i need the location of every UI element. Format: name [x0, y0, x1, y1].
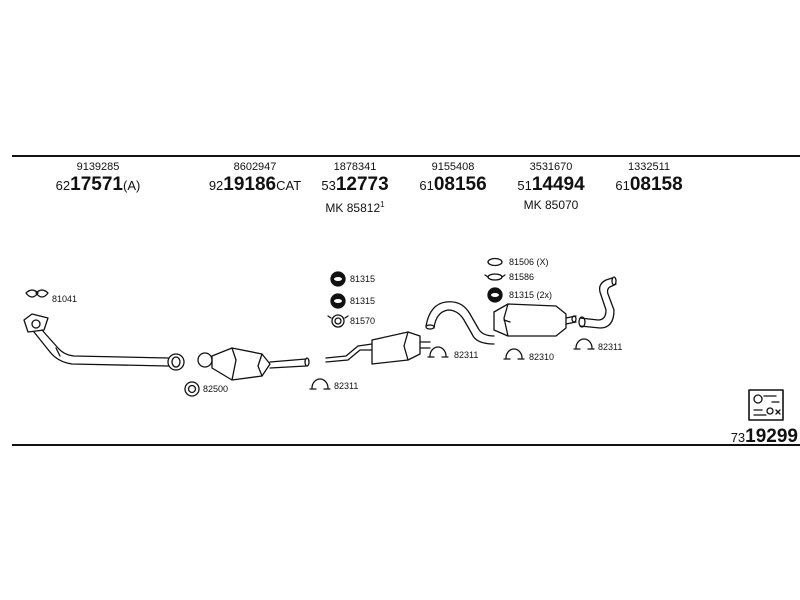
part-rear-silencer: 3531670 5114494 MK 85070 — [517, 161, 585, 212]
rubber-mount-81315-c — [487, 287, 503, 303]
callout-81506: 81506 (X) — [509, 257, 549, 267]
bottom-rule — [12, 444, 800, 446]
mounting-ring-81570 — [327, 314, 349, 328]
callout-81315-b: 81315 — [350, 296, 376, 306]
hanger-81586 — [484, 273, 506, 281]
callout-81315-a: 81315 — [350, 274, 376, 284]
clamp-82311-middle — [427, 346, 449, 358]
clamp-82311-right — [573, 338, 595, 350]
gasket-82500 — [184, 381, 200, 397]
catalytic-converter — [197, 347, 310, 381]
assembly-kit-icon — [748, 389, 784, 421]
callout-81315-2x: 81315 (2x) — [509, 290, 553, 300]
gasket-81041 — [25, 289, 49, 298]
tail-pipe — [578, 276, 617, 329]
callout-82500: 82500 — [203, 384, 229, 394]
part-catalytic-converter: 8602947 9219186CAT — [208, 161, 302, 195]
callout-81586: 81586 — [509, 272, 535, 282]
assembly-number: 7319299 — [730, 426, 798, 447]
callout-82311-right: 82311 — [598, 342, 623, 352]
part-tail-pipe: 1332511 6108158 — [615, 161, 683, 195]
part-intermediate-pipe: 9155408 6108156 — [419, 161, 487, 195]
intermediate-pipe — [425, 301, 495, 345]
clamp-82311-left — [309, 378, 331, 390]
rubber-mount-81315-a — [330, 271, 346, 287]
clamp-82310 — [503, 348, 525, 360]
callout-81041: 81041 — [52, 294, 78, 304]
middle-silencer — [325, 331, 431, 365]
callout-82310: 82310 — [529, 352, 555, 362]
rear-silencer — [493, 303, 577, 337]
callout-82311-middle: 82311 — [454, 350, 479, 360]
top-rule — [12, 155, 800, 157]
callout-81570: 81570 — [350, 316, 376, 326]
part-middle-silencer: 1878341 5312773 MK 858121 — [321, 161, 389, 215]
part-front-pipe: 9139285 6217571(A) — [55, 161, 141, 195]
callout-82311-left: 82311 — [334, 381, 359, 391]
front-pipe — [23, 313, 185, 371]
rubber-mount-81315-b — [330, 293, 346, 309]
hanger-81506 — [487, 257, 503, 267]
